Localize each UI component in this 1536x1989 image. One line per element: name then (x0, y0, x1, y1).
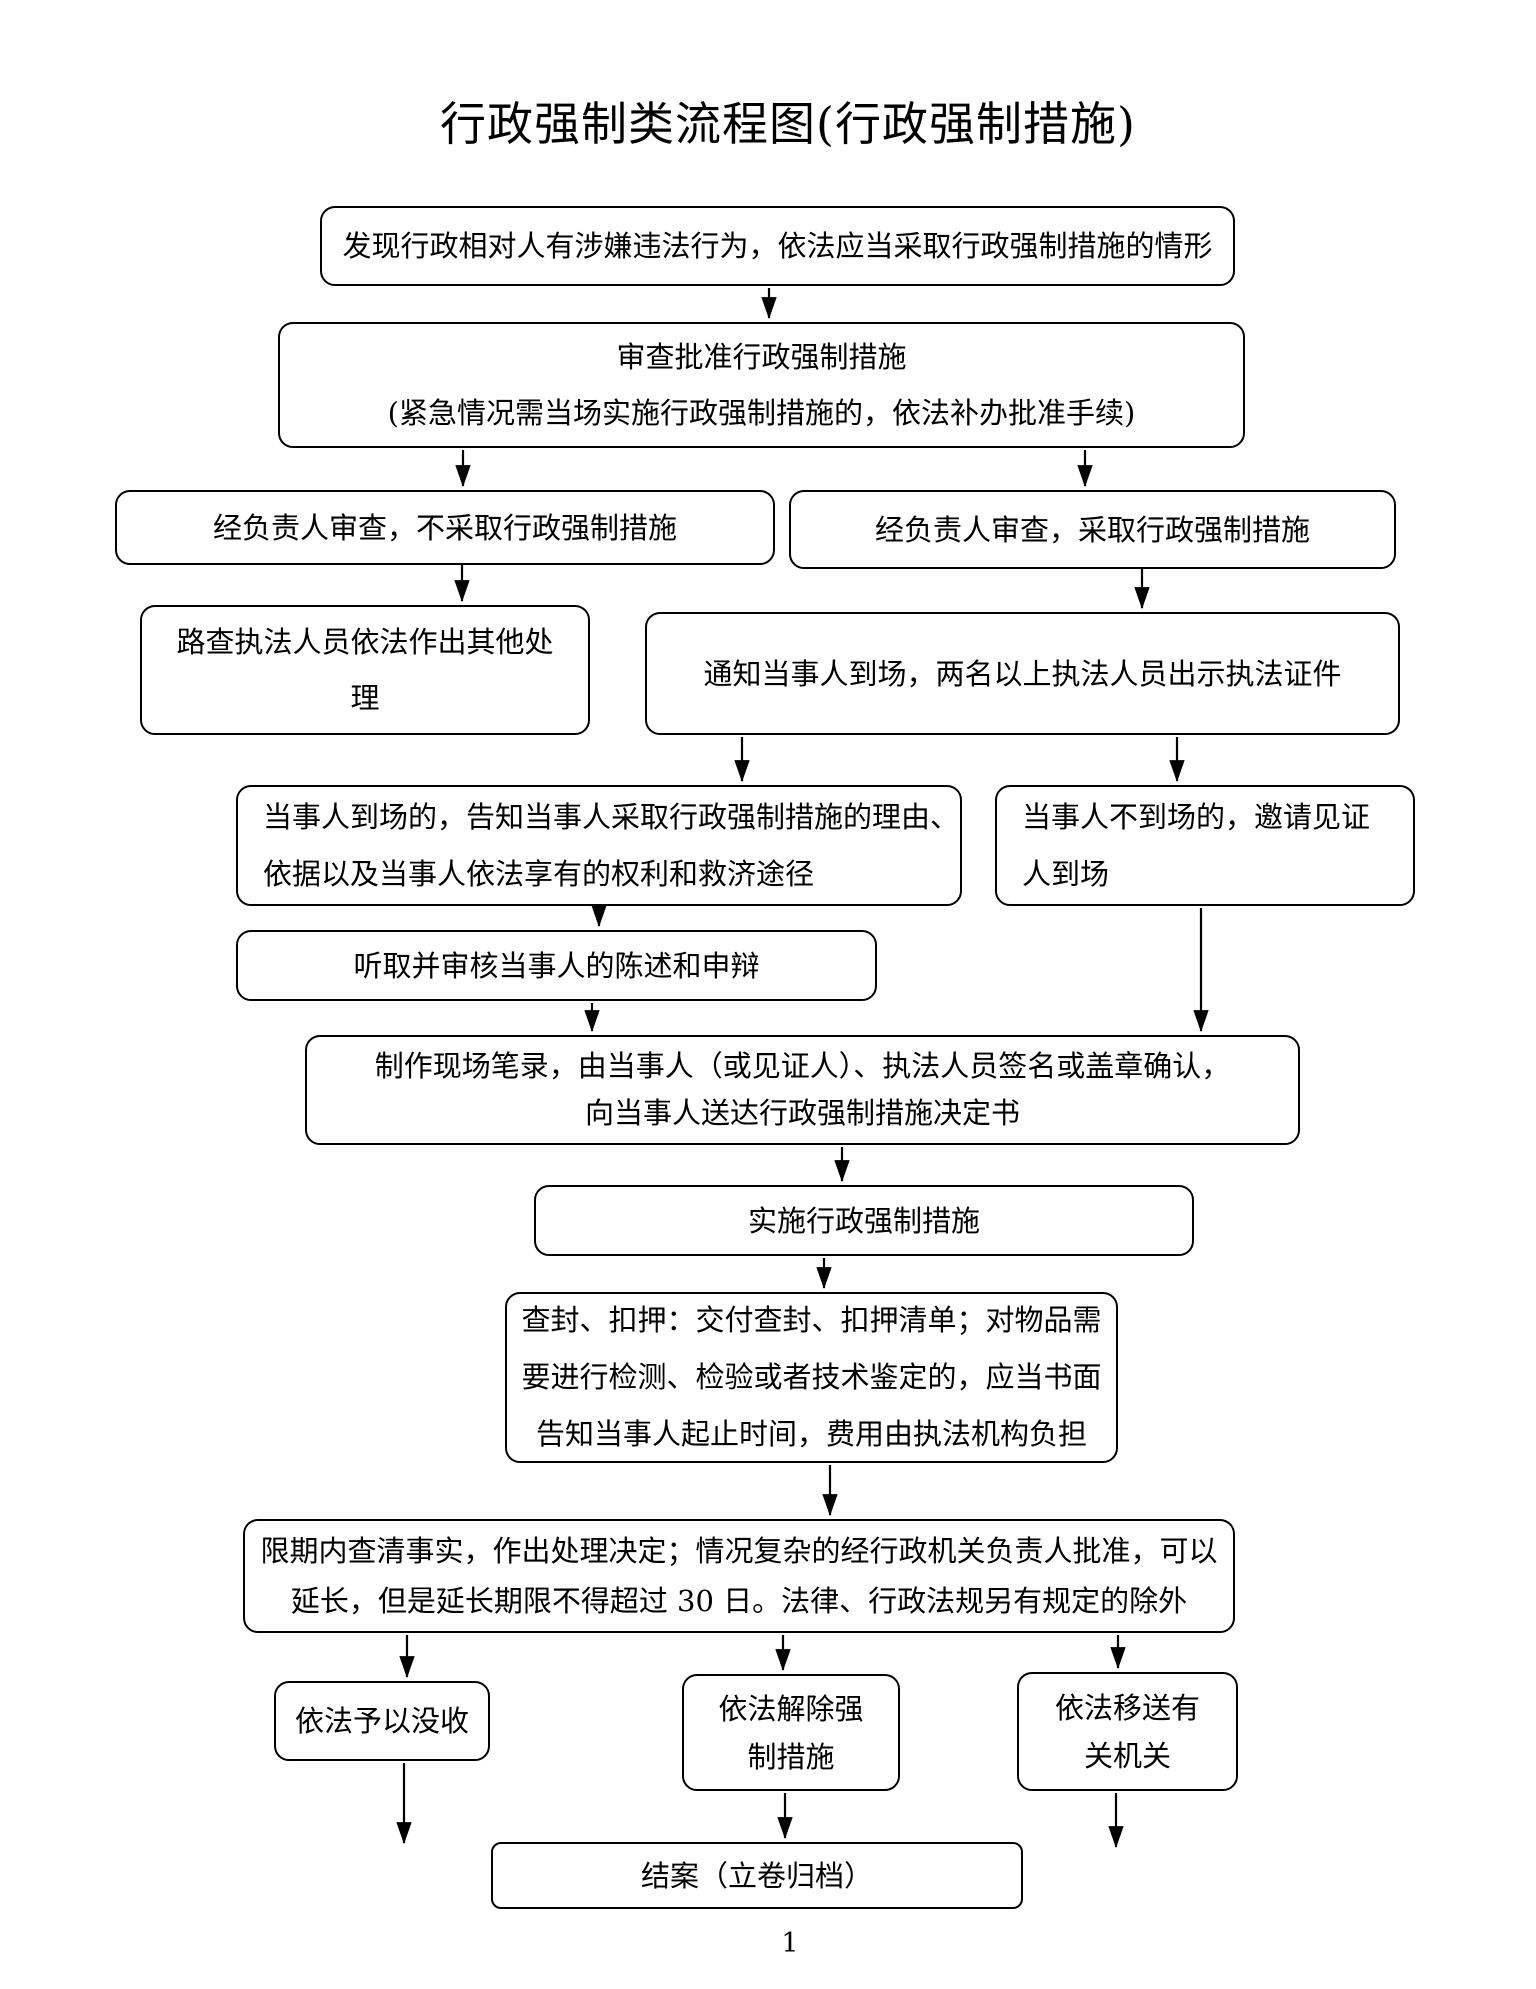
node-time-limit-line1: 限期内查清事实，作出处理决定；情况复杂的经行政机关负责人批准，可以 (260, 1534, 1218, 1568)
page-number: 1 (781, 1928, 799, 1959)
node-review-approve-line1: 审查批准行政强制措施 (616, 340, 907, 374)
node-take-measures: 经负责人审查，采取行政强制措施 (789, 490, 1396, 569)
node-lift-measures-line1: 依法解除强 (718, 1691, 864, 1726)
node-hear-statement: 听取并审核当事人的陈述和申辩 (236, 930, 877, 1001)
node-other-handling-line1: 路查执法人员依法作出其他处 (176, 625, 554, 659)
node-seal-seize-line2: 要进行检测、检验或者技术鉴定的，应当书面 (521, 1360, 1102, 1394)
node-other-handling: 路查执法人员依法作出其他处 理 (140, 605, 590, 735)
node-transfer: 依法移送有 关机关 (1017, 1672, 1238, 1791)
node-take-measures-text: 经负责人审查，采取行政强制措施 (874, 512, 1310, 547)
node-seal-seize: 查封、扣押：交付查封、扣押清单；对物品需 要进行检测、检验或者技术鉴定的，应当书… (505, 1292, 1118, 1463)
node-time-limit: 限期内查清事实，作出处理决定；情况复杂的经行政机关负责人批准，可以 延长，但是延… (243, 1519, 1235, 1633)
node-make-record: 制作现场笔录，由当事人（或见证人）、执法人员签名或盖章确认， 向当事人送达行政强… (305, 1035, 1300, 1145)
node-make-record-line1: 制作现场笔录，由当事人（或见证人）、执法人员签名或盖章确认， (374, 1049, 1231, 1083)
node-close-case-text: 结案（立卷归档） (640, 1858, 873, 1893)
node-transfer-line1: 依法移送有 (1054, 1690, 1200, 1725)
node-seal-seize-line3: 告知当事人起止时间，费用由执法机构负担 (535, 1417, 1087, 1451)
node-confiscate-text: 依法予以没收 (294, 1704, 469, 1738)
node-confiscate: 依法予以没收 (274, 1681, 490, 1761)
node-review-approve-line2: (紧急情况需当场实施行政强制措施的，依法补办批准手续) (387, 396, 1136, 430)
node-transfer-line2: 关机关 (1083, 1738, 1171, 1773)
node-party-absent-line2: 人到场 (1022, 856, 1110, 891)
node-start: 发现行政相对人有涉嫌违法行为，依法应当采取行政强制措施的情形 (320, 206, 1235, 286)
node-time-limit-line2: 延长，但是延长期限不得超过 30 日。法律、行政法规另有规定的除外 (290, 1584, 1188, 1618)
node-make-record-line2: 向当事人送达行政强制措施决定书 (584, 1096, 1020, 1130)
node-start-text: 发现行政相对人有涉嫌违法行为，依法应当采取行政强制措施的情形 (342, 229, 1213, 263)
node-no-measures-text: 经负责人审查，不采取行政强制措施 (212, 510, 677, 545)
node-hear-statement-text: 听取并审核当事人的陈述和申辩 (353, 948, 760, 983)
node-implement-text: 实施行政强制措施 (747, 1203, 980, 1238)
node-lift-measures-line2: 制措施 (747, 1739, 835, 1774)
node-close-case: 结案（立卷归档） (491, 1842, 1023, 1909)
node-lift-measures: 依法解除强 制措施 (682, 1674, 900, 1791)
node-seal-seize-line1: 查封、扣押：交付查封、扣押清单；对物品需 (521, 1303, 1102, 1337)
node-review-approve: 审查批准行政强制措施 (紧急情况需当场实施行政强制措施的，依法补办批准手续) (278, 322, 1245, 448)
node-notify-party-text: 通知当事人到场，两名以上执法人员出示执法证件 (703, 656, 1342, 691)
node-no-measures: 经负责人审查，不采取行政强制措施 (115, 490, 775, 565)
node-notify-party: 通知当事人到场，两名以上执法人员出示执法证件 (645, 612, 1400, 735)
node-party-absent: 当事人不到场的，邀请见证 人到场 (995, 785, 1415, 906)
node-other-handling-line2: 理 (350, 681, 380, 715)
node-party-absent-line1: 当事人不到场的，邀请见证 (1022, 799, 1371, 834)
page-title: 行政强制类流程图(行政强制措施) (440, 97, 1136, 151)
node-party-present-line1: 当事人到场的，告知当事人采取行政强制措施的理由、 (263, 799, 960, 834)
node-implement: 实施行政强制措施 (534, 1185, 1194, 1256)
node-party-present: 当事人到场的，告知当事人采取行政强制措施的理由、 依据以及当事人依法享有的权利和… (236, 785, 962, 906)
node-party-present-line2: 依据以及当事人依法享有的权利和救济途径 (263, 856, 815, 891)
